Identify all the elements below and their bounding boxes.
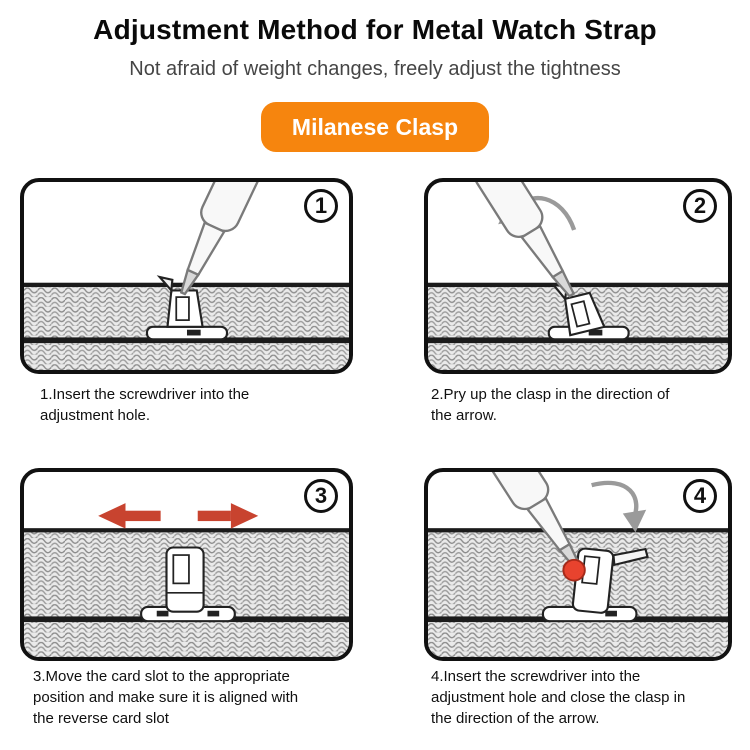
step-3-number-badge: 3 <box>304 479 338 513</box>
strap-top-edge <box>24 528 349 533</box>
step-3-caption: 3.Move the card slot to the appropriate … <box>33 668 299 727</box>
step-1-number-badge: 1 <box>304 189 338 223</box>
step-4-number-badge: 4 <box>683 479 717 513</box>
clasp-icon <box>145 275 229 341</box>
step-1-caption: 1.Insert the screwdriver into the adjust… <box>40 386 250 424</box>
screwdriver-icon <box>179 182 265 296</box>
step-2-caption: 2.Pry up the clasp in the direction of t… <box>431 386 670 424</box>
page-subtitle: Not afraid of weight changes, freely adj… <box>129 58 621 80</box>
clasp-icon <box>551 283 606 337</box>
step-3-illustration <box>24 503 349 657</box>
step-2-panel: 2 <box>424 178 732 374</box>
step-2-illustration <box>428 182 728 370</box>
step-2-number-badge: 2 <box>683 189 717 223</box>
screwdriver-icon <box>479 472 581 570</box>
step-1-panel: 1 <box>20 178 353 374</box>
red-arrow-right-icon <box>197 503 259 529</box>
strap-top-edge <box>428 528 728 533</box>
screwdriver-icon <box>473 182 576 298</box>
step-4-illustration <box>428 472 728 657</box>
adjustment-hole-red-dot-icon <box>562 558 586 582</box>
clasp-type-badge: Milanese Clasp <box>261 102 489 152</box>
red-arrow-left-icon <box>98 503 161 529</box>
card-slot-clasp-icon <box>140 546 236 623</box>
step-4-panel: 4 <box>424 468 732 661</box>
step-1-illustration <box>24 182 349 370</box>
step-4-caption: 4.Insert the screwdriver into the adjust… <box>431 668 686 727</box>
curved-arrow-icon <box>591 480 647 533</box>
step-3-panel: 3 <box>20 468 353 661</box>
page-title: Adjustment Method for Metal Watch Strap <box>93 14 657 45</box>
strap-top-edge <box>428 282 728 288</box>
